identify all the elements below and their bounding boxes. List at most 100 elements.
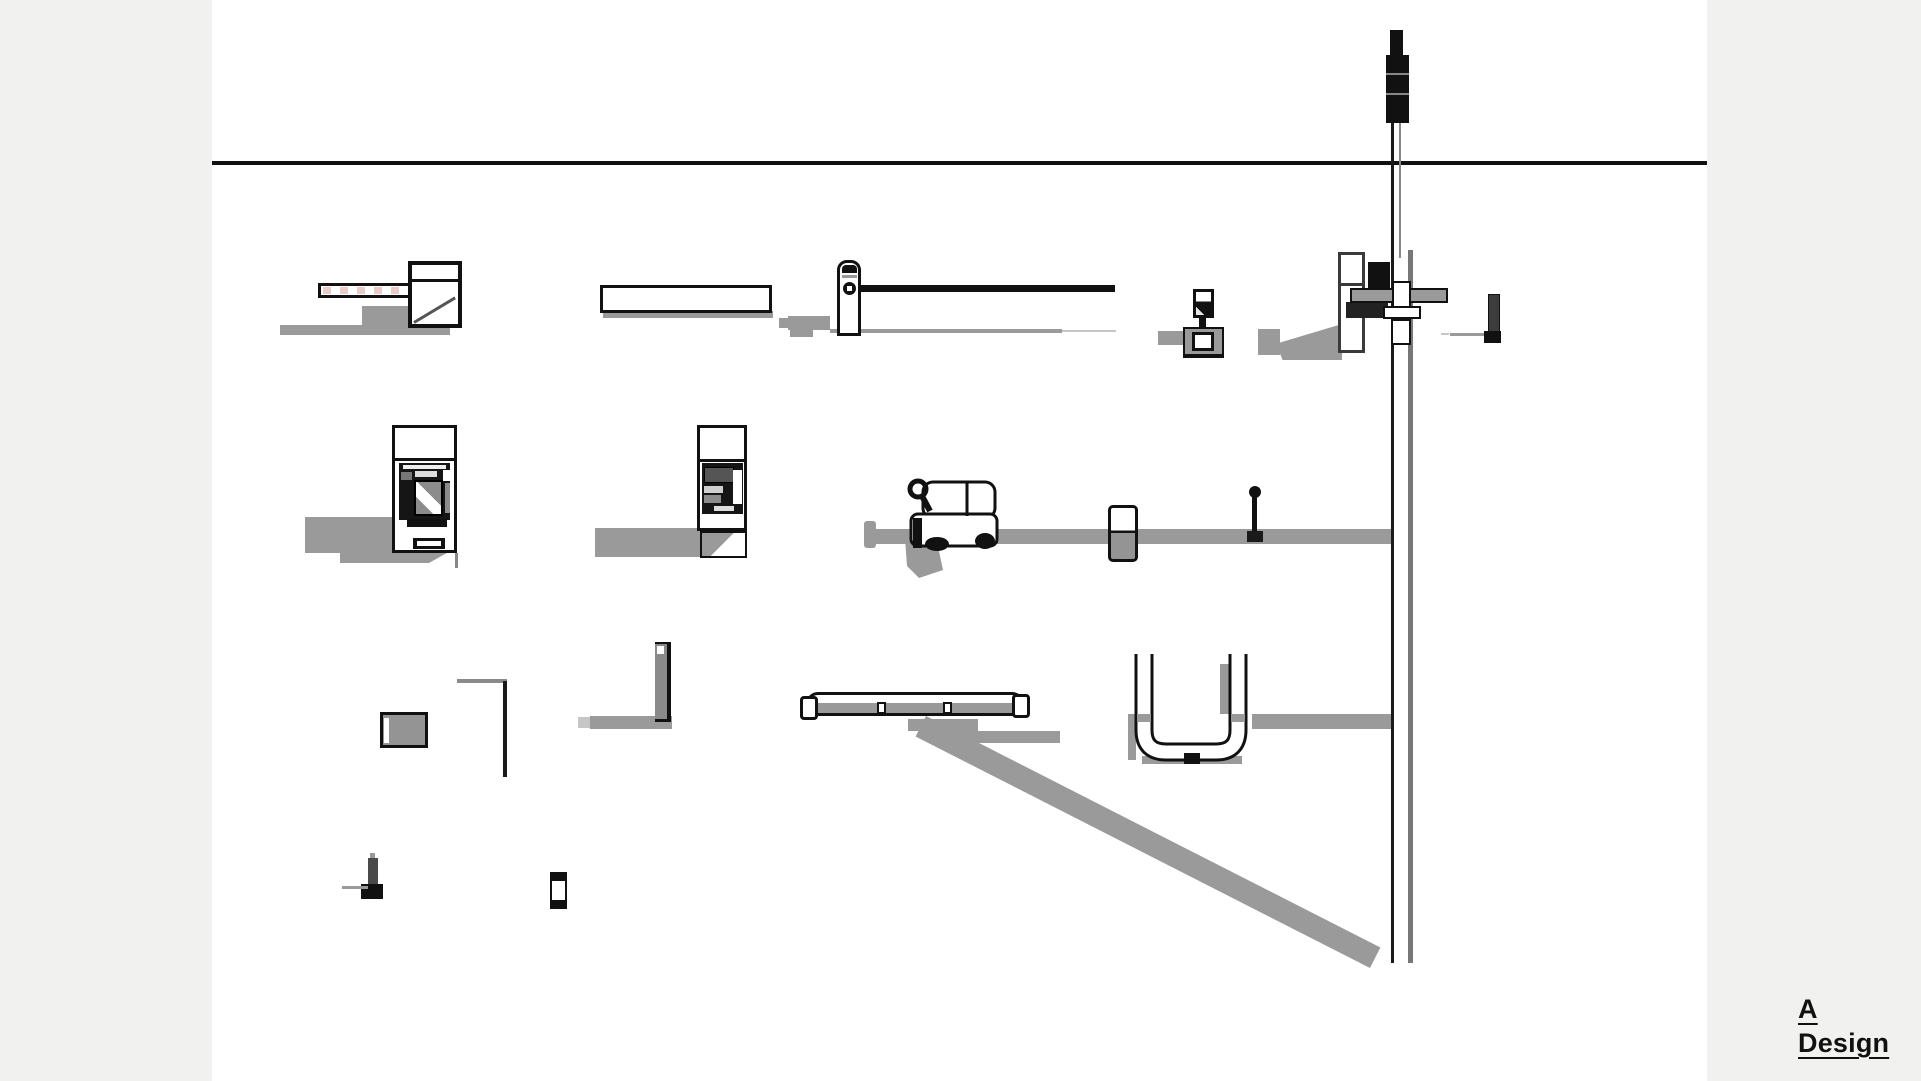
- crossbar-shadow: [1346, 302, 1388, 318]
- curb-endcap-left: [800, 696, 818, 720]
- kiosk-base-box: [700, 531, 747, 558]
- ground-tick: [1441, 333, 1449, 335]
- pipe-bottom-cap: [552, 900, 565, 907]
- control-panel: [399, 463, 450, 520]
- curb-notch-2: [943, 702, 952, 714]
- right-shade: [445, 483, 450, 513]
- left-button: [401, 472, 412, 480]
- curb-body: [806, 692, 1024, 716]
- bollard-base: [1247, 531, 1263, 542]
- camera-head: [1386, 55, 1409, 123]
- rack-shadow-inner: [1220, 664, 1230, 714]
- pedestal-shadow-right: [1258, 329, 1280, 355]
- tube-tab-left: [1137, 714, 1151, 722]
- cabinet-divider: [412, 279, 458, 282]
- brand-link[interactable]: A Design: [1798, 992, 1889, 1060]
- bollard-post: [1252, 494, 1257, 534]
- kiosk-cabinet: [392, 425, 457, 553]
- right-button: [443, 470, 450, 481]
- mast-line-black: [1391, 118, 1394, 963]
- post-body: [655, 642, 671, 722]
- control-panel: [702, 463, 743, 514]
- corner-v-line: [503, 681, 507, 777]
- head-seam-1: [1386, 73, 1409, 75]
- tray: [407, 519, 447, 527]
- ticket-slot-bar: [403, 465, 446, 469]
- rack-shadow-left: [1128, 714, 1136, 760]
- tube-tab-right: [1231, 714, 1245, 722]
- post-shadow-blob: [788, 316, 830, 330]
- top-divider: [395, 458, 454, 461]
- lower-bar: [714, 506, 734, 511]
- clamp-sleeve: [1391, 319, 1411, 345]
- pipe-top-cap: [552, 874, 565, 881]
- kiosk-shadow: [305, 517, 400, 553]
- post: [368, 858, 378, 890]
- mast-line-gray-upper: [1399, 118, 1401, 258]
- arm-body: [600, 285, 772, 313]
- ground-shadow: [280, 325, 450, 335]
- curb-endcap-right: [1012, 694, 1030, 718]
- front-wheel: [925, 537, 949, 551]
- gate-cabinet: [408, 261, 462, 328]
- mast-line-gray: [1408, 250, 1413, 963]
- rack-band-right: [1252, 714, 1392, 729]
- tip: [370, 853, 375, 859]
- panel-divider: [1341, 283, 1362, 286]
- brand-line-1: A: [1798, 994, 1818, 1024]
- ground-line: [342, 886, 368, 889]
- bottom-slot: [413, 538, 445, 549]
- rack-drawing: [1128, 654, 1248, 764]
- litter-bin: [1108, 505, 1138, 562]
- hub-pin: [847, 286, 852, 291]
- kiosk-shadow: [595, 528, 700, 557]
- rear-wheel: [975, 533, 995, 549]
- cabinet-diagonal: [413, 296, 456, 324]
- stem: [1199, 315, 1206, 329]
- gate-post: [837, 260, 861, 336]
- slot-opening: [417, 541, 441, 546]
- horizon-line: [212, 161, 1707, 165]
- camera-head-top: [1390, 30, 1403, 58]
- pedestal-shadow: [1158, 331, 1183, 345]
- ground-band-endcap: [864, 521, 876, 548]
- shadow-line-faint: [1062, 330, 1116, 332]
- top-divider: [700, 459, 744, 462]
- clamp-collar: [1383, 306, 1421, 319]
- mirror-stem: [919, 494, 933, 513]
- post-shadow: [590, 716, 672, 729]
- post-notch: [657, 646, 664, 654]
- front-post: [913, 518, 922, 548]
- panel-shadow: [1276, 324, 1342, 360]
- arm-stripe-pattern: [323, 287, 457, 294]
- base-plate: [1192, 332, 1214, 351]
- shadow-tip: [578, 717, 592, 728]
- head-glare: [1196, 304, 1206, 315]
- reader-head: [1193, 289, 1214, 318]
- keypad-blob: [704, 495, 721, 503]
- center-bar: [415, 471, 437, 477]
- long-arm: [857, 285, 1115, 292]
- concrete-pad: [380, 712, 428, 748]
- arm-end-shadow2: [790, 326, 813, 337]
- side-column: [733, 470, 742, 504]
- curb-notch-1: [877, 702, 886, 714]
- pad-highlight: [384, 718, 389, 743]
- screen: [414, 480, 443, 516]
- rack-tube: [1137, 654, 1245, 759]
- bollard-base: [1484, 331, 1501, 343]
- rack-foot: [1184, 753, 1200, 764]
- screen: [704, 467, 734, 483]
- corner-h-line: [457, 679, 507, 683]
- button-bar: [704, 486, 723, 493]
- kiosk-leg-line: [455, 553, 458, 568]
- post-shadow-line: [830, 329, 1062, 333]
- cart-drawing: [905, 478, 999, 578]
- mast-bracket: [1368, 262, 1390, 290]
- post-cap: [842, 265, 857, 273]
- post-band: [842, 275, 857, 278]
- arm-shadow: [603, 311, 773, 318]
- clamp-upper: [1392, 281, 1411, 309]
- kiosk-cabinet: [697, 425, 747, 531]
